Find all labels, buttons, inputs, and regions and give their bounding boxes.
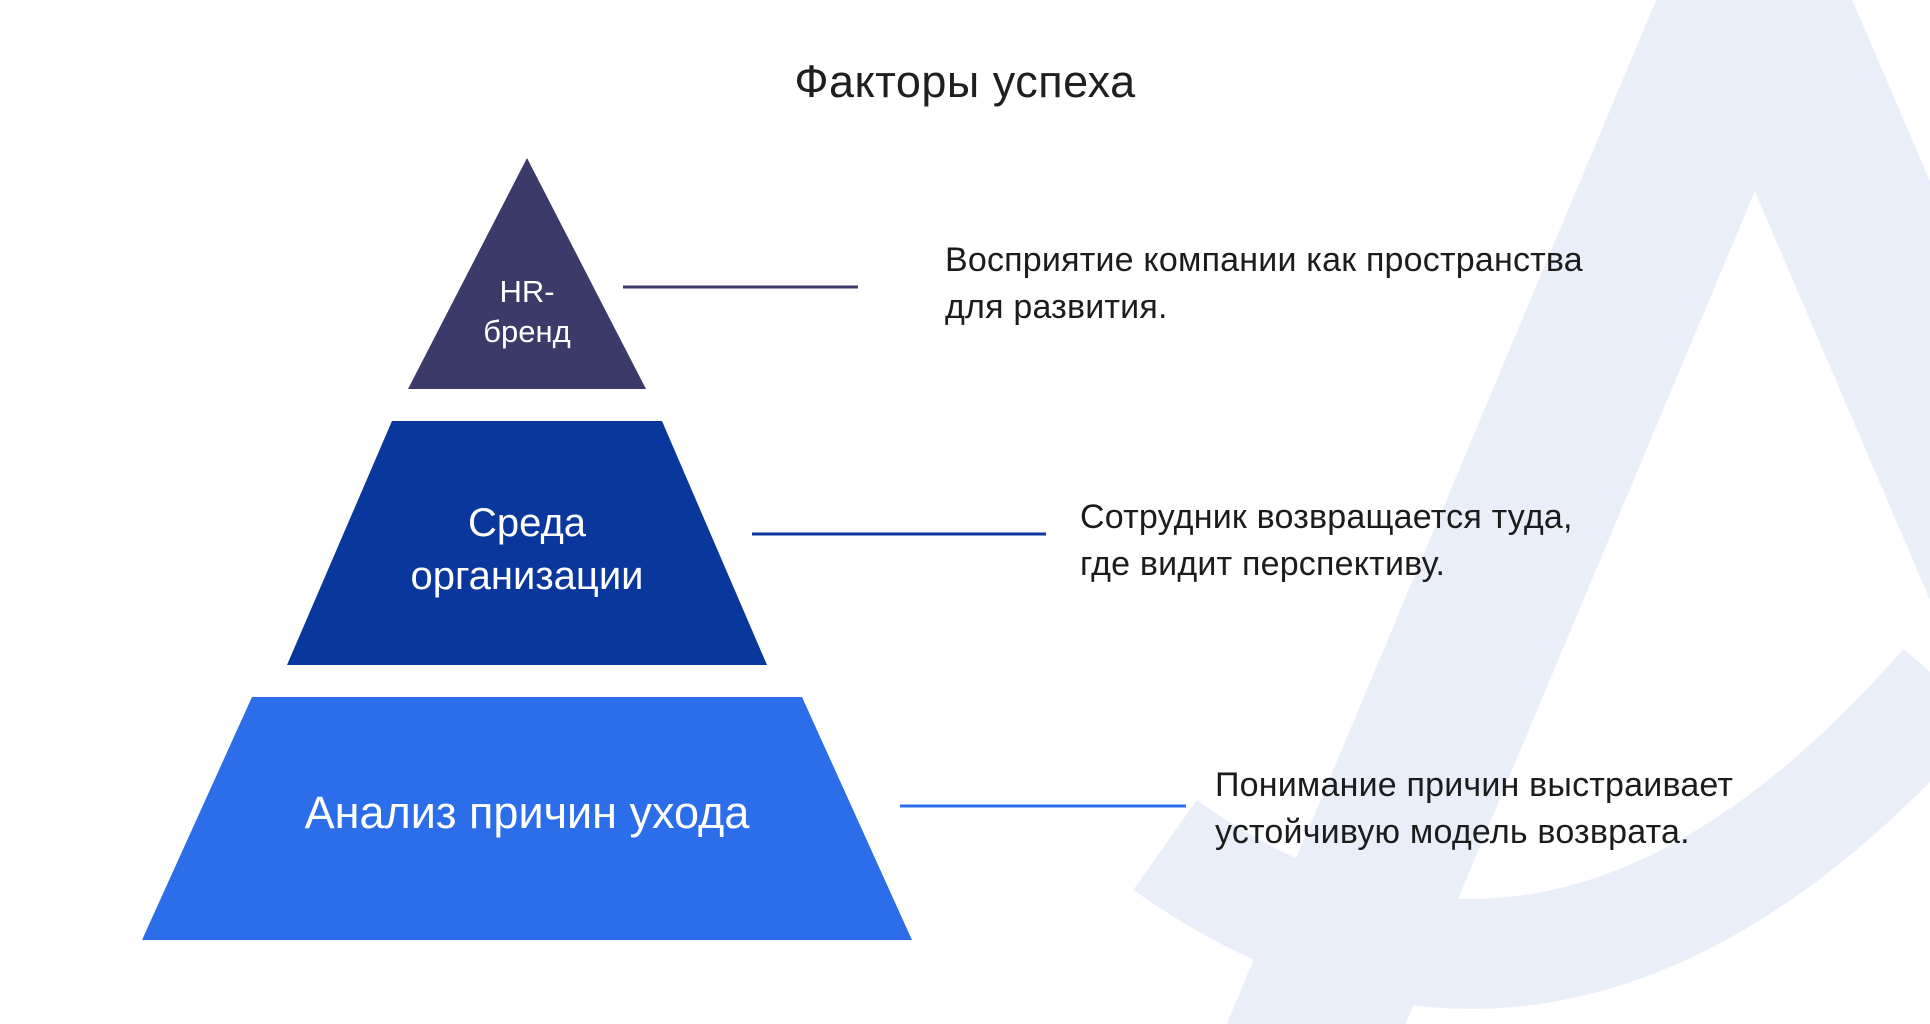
tier-3-label: Анализ причин ухода [227, 788, 827, 838]
pyramid-tier-1-shape [408, 158, 646, 389]
watermark-right-stroke [1678, 0, 1930, 600]
tier-3-label-line-1: Анализ причин ухода [304, 787, 750, 838]
tier-3-description-line-1: Понимание причин выстраивает [1215, 766, 1734, 804]
tier-2-label: Среда организации [317, 497, 737, 603]
tier-2-description: Сотрудник возвращается туда, где видит п… [1080, 494, 1573, 588]
page-title: Факторы успеха [794, 56, 1136, 107]
tier-2-label-line-1: Среда [467, 501, 587, 545]
tier-3-description-line-2: устойчивую модель возврата. [1215, 813, 1690, 851]
tier-1-description-line-1: Восприятие компании как пространства [945, 241, 1583, 279]
tier-1-description-line-2: для развития. [945, 288, 1168, 326]
pyramid-tier-2-shape [287, 421, 767, 665]
tier-2-description-line-1: Сотрудник возвращается туда, [1080, 498, 1573, 536]
tier-1-label-line-1: HR- [499, 274, 555, 309]
tier-1-label: HR- бренд [377, 272, 677, 352]
watermark-swoosh [1133, 648, 1930, 1009]
tier-1-description: Восприятие компании как пространства для… [945, 237, 1583, 331]
tier-1-label-line-2: бренд [483, 314, 571, 349]
tier-2-label-line-2: организации [410, 554, 644, 598]
pyramid-tier-3-shape [142, 697, 912, 940]
tier-3-description: Понимание причин выстраивает устойчивую … [1215, 762, 1733, 856]
tier-2-description-line-2: где видит перспективу. [1080, 545, 1446, 583]
